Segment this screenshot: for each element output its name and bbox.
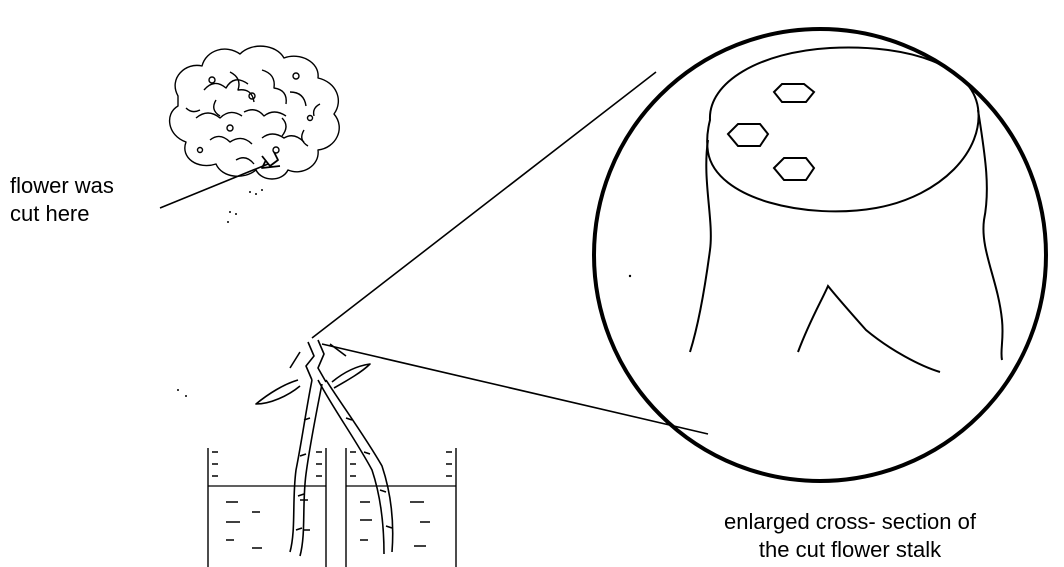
split-stem [256, 340, 393, 556]
label-flower-cut: flower was cut here [10, 172, 114, 228]
vascular-bundle-3 [774, 158, 814, 180]
label-cross-section: enlarged cross- section of the cut flowe… [640, 508, 1060, 564]
cross-section-magnified [594, 29, 1046, 481]
beaker-right [346, 448, 456, 567]
label-flower-cut-line2: cut here [10, 200, 114, 228]
magnifier-circle [594, 29, 1046, 481]
label-cross-section-line1: enlarged cross- section of [640, 508, 1060, 536]
magnifier-lines [312, 72, 708, 434]
stray-dots [177, 189, 631, 397]
vascular-bundle-1 [774, 84, 814, 102]
label-cross-section-line2: the cut flower stalk [640, 536, 1060, 564]
cut-pointer-line [160, 164, 268, 208]
flower-head [170, 46, 340, 179]
beaker-left [208, 448, 326, 567]
vascular-bundle-2 [728, 124, 768, 146]
label-flower-cut-line1: flower was [10, 172, 114, 200]
